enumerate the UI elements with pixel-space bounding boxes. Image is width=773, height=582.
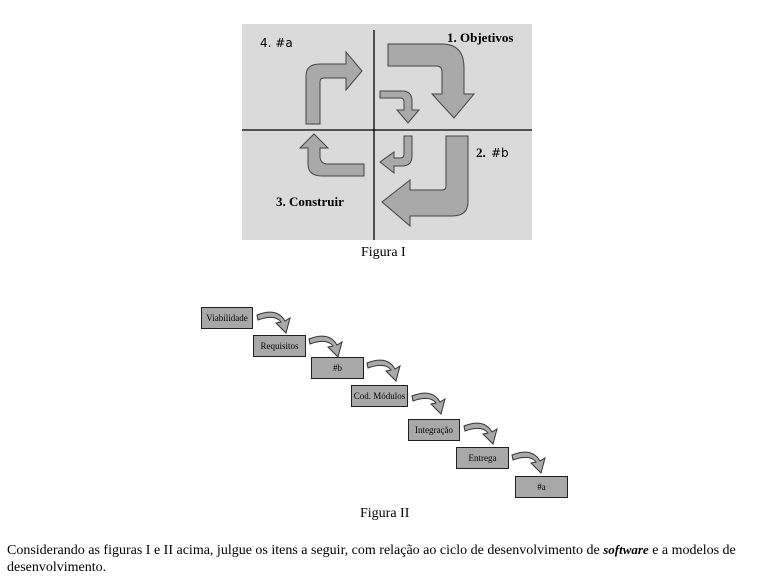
question-italic-word: software (603, 542, 649, 557)
question-text-end: e a modelos de desenvolvimento. (7, 543, 736, 575)
arrow-quadrant-1-icon (387, 43, 476, 119)
step-arrow-3-icon (366, 359, 401, 382)
arrow-quadrant-3-icon (298, 133, 365, 177)
step-arrow-5-icon (463, 422, 498, 445)
label-quadrant-2-number: 2. (476, 145, 486, 160)
arrow-quadrant-2-icon (381, 135, 469, 228)
step-arrow-1-icon (256, 311, 291, 334)
figure-2-caption: Figura II (360, 506, 410, 521)
question-text: Considerando as figuras I e II acima, ju… (7, 541, 769, 576)
label-quadrant-2-text: #b (491, 146, 509, 160)
step-box-6: Entrega (456, 447, 509, 469)
arrow-quadrant-4-icon (305, 50, 363, 125)
step-box-2: Requisitos (253, 335, 306, 357)
step-box-7: #a (515, 476, 568, 498)
step-box-5: Integração (408, 419, 460, 441)
label-quadrant-4: 4. #a (260, 36, 293, 50)
label-quadrant-1: 1. Objetivos (447, 30, 513, 45)
figure-1-caption: Figura I (361, 245, 406, 260)
label-quadrant-3: 3. Construir (276, 194, 344, 209)
step-box-3: #b (311, 357, 364, 379)
step-arrow-2-icon (308, 335, 343, 358)
step-arrow-6-icon (511, 451, 546, 474)
step-arrow-4-icon (411, 392, 446, 415)
small-arrow-center-bottom-icon (379, 135, 413, 175)
step-box-1: Viabilidade (201, 307, 253, 329)
spiral-model-figure: 4. #a 1. Objetivos 2. #b 3. Construir (242, 24, 532, 240)
small-arrow-center-top-icon (379, 90, 421, 124)
step-box-4: Cod. Módulos (351, 385, 408, 407)
question-text-start: Considerando as figuras I e II acima, ju… (7, 543, 604, 558)
